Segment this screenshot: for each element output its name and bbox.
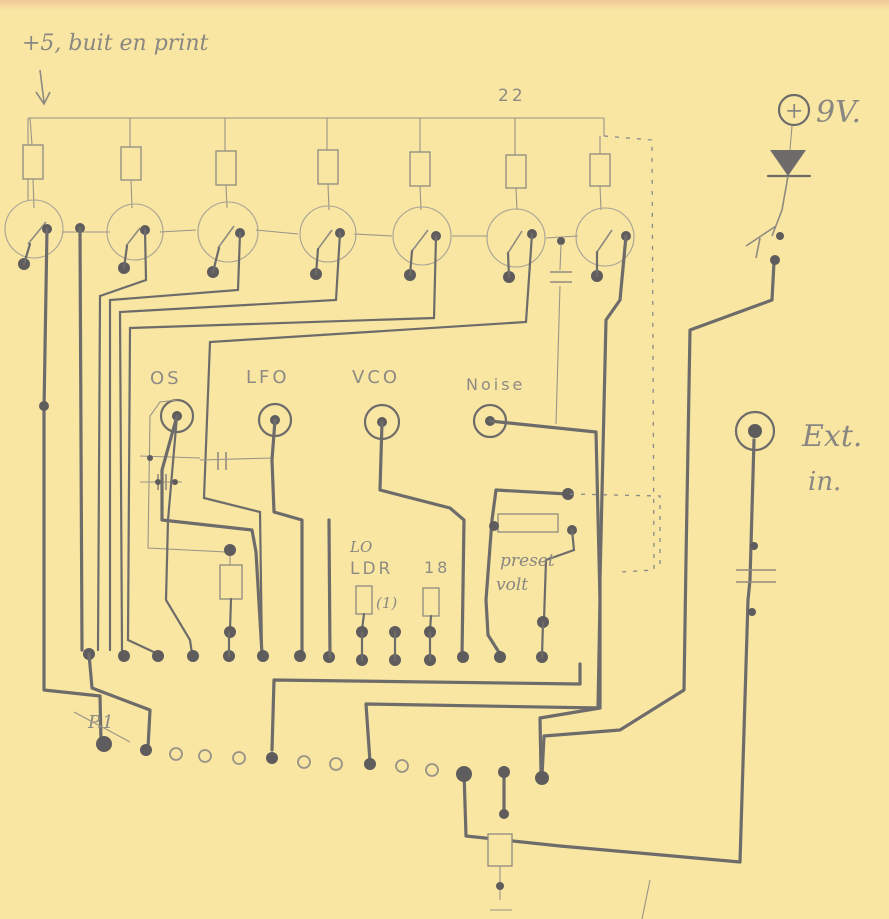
p1-pointer <box>73 711 131 743</box>
diode-icon <box>770 150 806 176</box>
ldr-top-label: LO <box>349 538 372 556</box>
bottom-resistor <box>487 809 513 911</box>
pullup-resistor-5 <box>409 118 431 211</box>
pullup-resistor-2 <box>120 118 142 209</box>
jack-lfo-label: LFO <box>246 367 290 388</box>
preset-label-line2: volt <box>496 575 528 595</box>
count-label: 22 <box>498 86 526 106</box>
top-note: +5, buit en print <box>22 31 209 56</box>
jack-wires <box>160 414 602 710</box>
wire-junction-pad <box>39 401 49 411</box>
p1-label: P.1 <box>87 712 114 733</box>
switch-sockets <box>4 199 635 283</box>
preset-label-line1: preset <box>500 551 555 571</box>
pullup-resistor-7 <box>589 136 611 211</box>
ext-in-label-line2: in. <box>808 467 841 497</box>
coupling-capacitor-top <box>550 243 572 425</box>
lower-wires <box>87 260 776 864</box>
pullup-resistor-6 <box>505 118 527 211</box>
pullup-resistor-1 <box>22 117 44 209</box>
ext-in-label-line1: Ext. <box>801 419 862 454</box>
power-section <box>745 125 812 265</box>
bus-dashed-extension <box>603 135 655 573</box>
right-resistor-value: 18 <box>424 558 450 577</box>
switch-output-wires <box>42 226 628 774</box>
paper-top-edge <box>0 0 889 10</box>
jack-vco-label: VCO <box>352 367 400 388</box>
module-jacks: OS LFO VCO Noise Ext. in. <box>150 367 862 497</box>
jack-noise: Noise <box>466 375 525 439</box>
switch-socket-6 <box>486 208 546 283</box>
pencil-mark <box>641 879 651 919</box>
preset-trimmer: preset volt <box>484 488 661 656</box>
switch-socket-5 <box>392 206 452 281</box>
ext-input-capacitor <box>736 542 776 616</box>
switch-socket-3 <box>197 201 259 278</box>
switch-socket-7 <box>575 207 635 282</box>
os-resistor <box>219 544 243 638</box>
pullup-resistor-4 <box>317 118 339 211</box>
battery-plus-sign: + <box>785 99 803 124</box>
jack-lfo: LFO <box>246 367 293 438</box>
resistor-row <box>22 117 611 211</box>
jack-os: OS <box>150 368 195 434</box>
battery-plus-terminal <box>777 93 811 127</box>
switch-socket-4 <box>299 205 357 280</box>
switch-chain-line <box>62 229 579 239</box>
jack-noise-label: Noise <box>466 375 525 394</box>
junction-pad-right <box>557 237 565 245</box>
pullup-resistor-3 <box>215 118 237 209</box>
connector-pad-row <box>96 736 549 785</box>
switch-socket-1 <box>4 199 64 270</box>
os-capacitors <box>139 399 273 553</box>
jack-ext-in: Ext. in. <box>734 410 862 497</box>
ldr-label: LDR <box>350 559 393 579</box>
battery-voltage-label: 9V. <box>816 95 861 130</box>
down-arrow <box>35 69 51 106</box>
switch-socket-2 <box>106 203 164 274</box>
jack-vco: VCO <box>352 367 401 441</box>
jack-os-label: OS <box>150 368 182 389</box>
right-resistor-18: 18 <box>422 558 450 638</box>
ldr-value-label: (1) <box>376 594 397 612</box>
ldr-sensor: LO LDR (1) <box>349 538 401 638</box>
pad-row-middle <box>83 518 548 666</box>
